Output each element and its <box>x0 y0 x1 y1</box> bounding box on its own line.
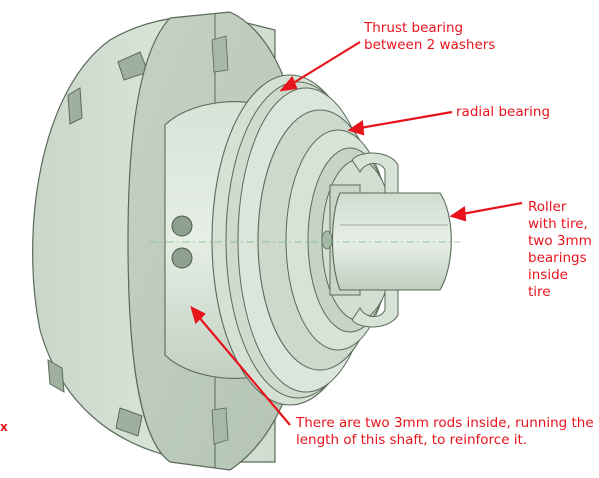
roller-tire <box>332 192 452 291</box>
radial-bearing-annotation: radial bearing <box>456 104 551 120</box>
thrust-bearing-annotation: Thrust bearing between 2 washers <box>364 20 496 53</box>
arrowhead-roller <box>449 206 467 222</box>
roller-annotation: Roller with tire, two 3mm bearings insid… <box>528 199 592 300</box>
arrow-thrust-bearing <box>289 41 361 86</box>
rods-annotation: There are two 3mm rods inside, running t… <box>296 415 594 448</box>
arrowhead-thrust-bearing <box>279 75 298 92</box>
arrow-roller <box>461 201 523 216</box>
arrowhead-radial-bearing <box>347 120 365 136</box>
arrowhead-rods <box>190 305 206 325</box>
rod-hole-upper <box>171 215 193 237</box>
rod-hole-lower <box>171 247 193 269</box>
axis-marker: x <box>0 420 8 434</box>
arrow-rods <box>197 315 291 426</box>
annotation-arrows <box>190 41 523 426</box>
arrow-radial-bearing <box>359 110 453 130</box>
